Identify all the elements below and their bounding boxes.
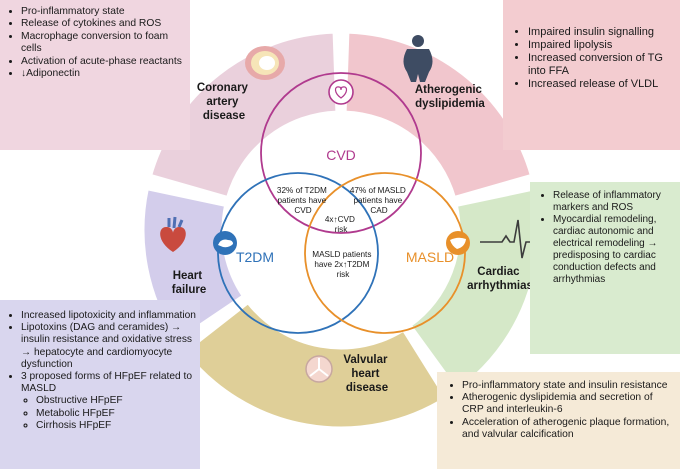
venn-t2dm-label: T2DM (236, 249, 274, 265)
list-item: Activation of acute-phase reactants (21, 56, 184, 68)
segment-dyslipidemia (343, 30, 534, 200)
hfpef-forms-list: Obstructive HFpEF Metabolic HFpEF Cirrho… (21, 395, 196, 432)
segment-heart-failure-title: Heart failure (172, 270, 207, 296)
list-item: Obstructive HFpEF (36, 395, 196, 407)
heart-valve-icon (305, 355, 333, 383)
list-item-label: 3 proposed forms of HFpEF related to MAS… (21, 371, 193, 395)
valvular-mechanisms-box: Pro-inflammatory state and insulin resis… (437, 372, 680, 469)
coronary-mechanisms-list: Pro-inflammatory state Release of cytoki… (8, 6, 184, 80)
list-item: Impaired insulin signalling (528, 26, 674, 39)
list-item: Pro-inflammatory state and insulin resis… (462, 380, 676, 392)
heart-icon (328, 79, 354, 105)
list-item: Increased conversion of TG into FFA (528, 52, 674, 78)
list-item: Acceleration of atherogenic plaque forma… (462, 417, 676, 441)
dyslipidemia-mechanisms-list: Impaired insulin signalling Impaired lip… (515, 26, 674, 91)
venn-cvd-label: CVD (326, 147, 356, 163)
arrhythmia-mechanisms-list: Release of inflammatory markers and ROS … (540, 190, 676, 286)
obese-person-icon (403, 35, 433, 82)
list-item: Release of cytokines and ROS (21, 18, 184, 30)
venn-masld-label: MASLD (406, 249, 454, 265)
segment-dyslipidemia-title: Atherogenic dyslipidemia (415, 84, 486, 110)
list-item: Lipotoxins (DAG and ceramides) → insulin… (21, 322, 196, 371)
pancreas-icon (213, 231, 237, 255)
list-item: Atherogenic dyslipidemia and secretion o… (462, 392, 676, 416)
venn-masld-circle (304, 172, 466, 334)
list-item: Macrophage conversion to foam cells (21, 31, 184, 56)
coronary-mechanisms-box: Pro-inflammatory state Release of cytoki… (0, 0, 190, 150)
venn-t2dm-circle (217, 172, 379, 334)
list-item: Myocardial remodeling, cardiac autonomic… (553, 214, 676, 286)
venn-cvd-circle (260, 72, 422, 234)
heart-failure-mechanisms-list: Increased lipotoxicity and inflammation … (8, 310, 196, 432)
venn-cvd-t2dm-text: 32% of T2DM patients have CVD (277, 186, 329, 215)
segment-arrhythmia-title: Cardiac arrhythmias (467, 266, 533, 292)
venn-cvd-masld-text: 47% of MASLD patients have CAD (350, 186, 408, 215)
list-item: Impaired lipolysis (528, 39, 674, 52)
list-item: 3 proposed forms of HFpEF related to MAS… (21, 371, 196, 432)
valvular-mechanisms-list: Pro-inflammatory state and insulin resis… (449, 380, 676, 441)
segment-coronary-title: Coronary artery disease (197, 82, 251, 122)
list-item: Increased lipotoxicity and inflammation (21, 310, 196, 322)
dyslipidemia-mechanisms-box: Impaired insulin signalling Impaired lip… (503, 0, 680, 150)
venn-center-text: 4x↑CVD risk (325, 215, 357, 234)
segment-valvular-title: Valvular heart disease (343, 354, 390, 394)
list-item: Metabolic HFpEF (36, 408, 196, 420)
list-item: Pro-inflammatory state (21, 6, 184, 18)
heart-icon (160, 216, 186, 252)
liver-icon (446, 231, 470, 255)
list-item: Cirrhosis HFpEF (36, 420, 196, 432)
list-item: ↓Adiponectin (21, 68, 184, 80)
venn-t2dm-masld-text: MASLD patients have 2x↑T2DM risk (312, 250, 373, 279)
arrhythmia-mechanisms-box: Release of inflammatory markers and ROS … (530, 182, 680, 354)
artery-icon (245, 46, 285, 80)
list-item: Increased release of VLDL (528, 78, 674, 91)
list-item: Release of inflammatory markers and ROS (553, 190, 676, 214)
heart-failure-mechanisms-box: Increased lipotoxicity and inflammation … (0, 300, 200, 469)
